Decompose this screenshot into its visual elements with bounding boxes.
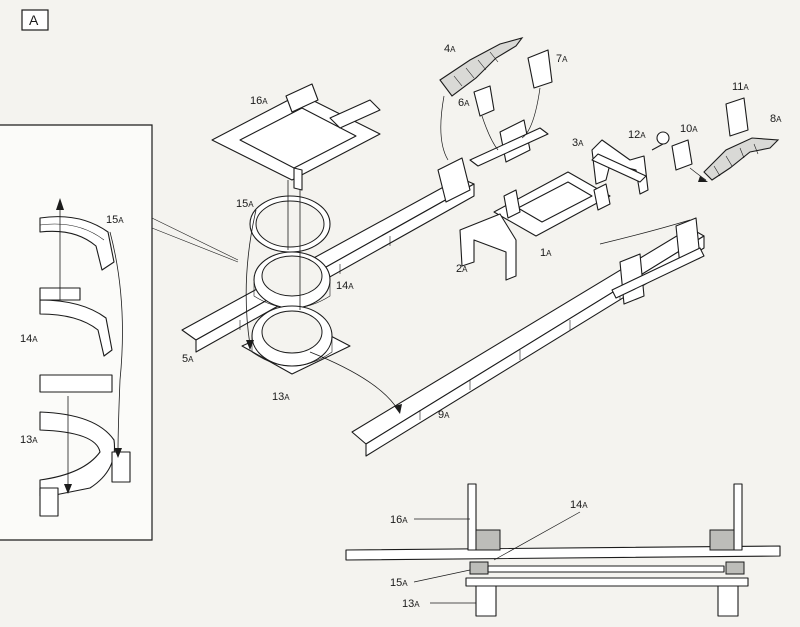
chassis-frame: [181, 119, 705, 457]
label-1: 1A: [540, 247, 552, 259]
label-11: 11A: [732, 81, 749, 93]
ring-13-base: [241, 305, 351, 375]
ring-14: [253, 251, 331, 309]
detail-inset: 15A 14A 13A: [0, 124, 239, 541]
part-3-cradle: [591, 139, 649, 195]
rear-leaders: [440, 87, 541, 161]
inset-label-15: 15A: [106, 214, 124, 226]
label-3: 3A: [572, 137, 584, 149]
label-13: 13A: [272, 391, 290, 403]
part-4-spring: [439, 37, 524, 97]
section-label-16: 16A: [390, 514, 408, 526]
part-12-wheel: [651, 131, 670, 151]
label-5: 5A: [182, 353, 194, 365]
step-letter: A: [29, 12, 39, 28]
section-label-15: 15A: [390, 577, 408, 589]
label-15: 15A: [236, 198, 254, 210]
section-label-13: 13A: [402, 598, 420, 610]
label-2: 2A: [456, 263, 468, 275]
part-8-spring: [703, 137, 780, 181]
inset-label-14: 14A: [20, 333, 38, 345]
step-marker: A: [21, 9, 49, 31]
front-leaders: [599, 167, 708, 245]
label-7: 7A: [556, 53, 568, 65]
inset-label-13: 13A: [20, 434, 38, 446]
ring-guides: [245, 180, 402, 414]
part-11-hanger: [725, 97, 749, 137]
cross-section: 16A 14A 15A 13A: [345, 483, 781, 617]
label-4: 4A: [444, 43, 456, 55]
ring-15: [249, 195, 331, 253]
label-8: 8A: [770, 113, 782, 125]
label-14: 14A: [336, 280, 354, 292]
label-6: 6A: [458, 97, 470, 109]
section-label-14: 14A: [570, 499, 588, 511]
callouts: 16A 15A 14A 13A 5A 9A 2A 1A 3A 4A 6A 7A …: [182, 43, 782, 421]
label-12: 12A: [628, 129, 646, 141]
part-1-cradle: [493, 171, 611, 237]
part-16-frame: [211, 83, 381, 191]
label-10: 10A: [680, 123, 698, 135]
label-16: 16A: [250, 95, 268, 107]
part-7-hanger: [527, 49, 553, 89]
part-6-hanger: [473, 85, 495, 117]
part-2-bracket: [459, 213, 517, 281]
part-10-hanger: [671, 139, 693, 171]
label-9: 9A: [438, 409, 450, 421]
